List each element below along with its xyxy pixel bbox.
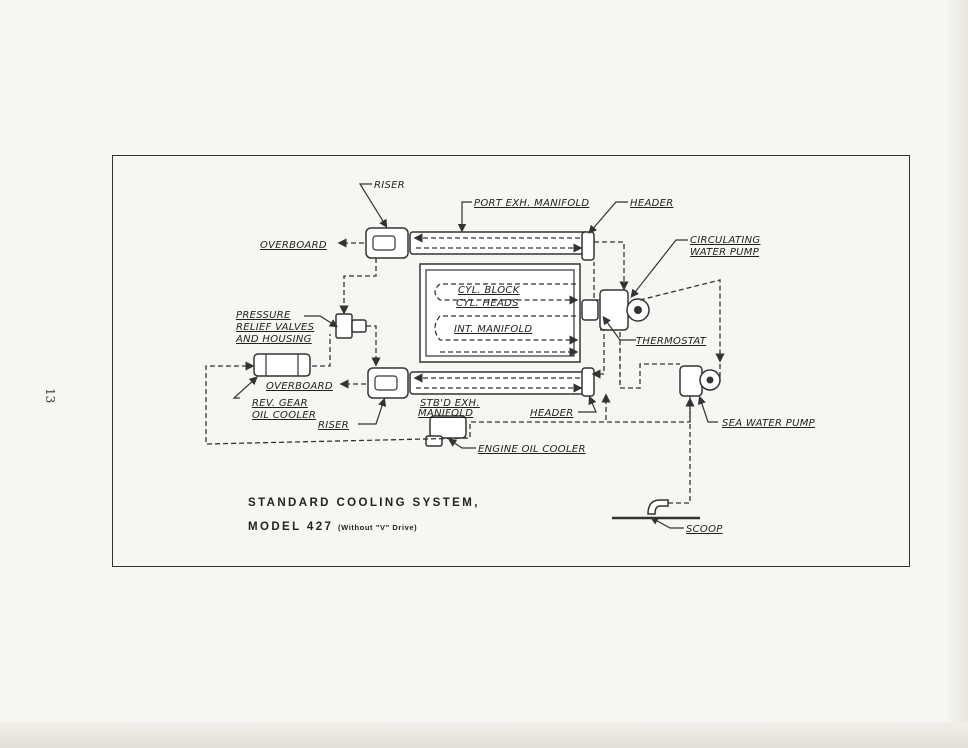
caption-line-2: MODEL 427 — [248, 521, 333, 533]
flow-line — [205, 361, 604, 445]
rev-gear-oil-cooler — [253, 353, 311, 377]
page-edge-right — [948, 0, 968, 748]
label-riser-bottom: RISER — [318, 420, 349, 431]
label-overboard-bottom: OVERBOARD — [266, 381, 333, 392]
flow-line — [591, 329, 605, 379]
sea-water-pump — [679, 365, 703, 397]
header-top — [581, 231, 595, 261]
flow-line — [668, 397, 695, 504]
label-cyl-block: CYL. BLOCK — [458, 285, 521, 296]
label-pressure-1: PRESSURE — [236, 310, 291, 321]
label-pressure-2: RELIEF VALVES — [236, 322, 315, 333]
label-riser-top: RISER — [374, 180, 405, 191]
flow-line — [593, 262, 600, 301]
leader-line — [448, 438, 476, 449]
label-stbd-1: STB'D EXH. — [420, 398, 480, 409]
flow-line — [639, 279, 725, 363]
label-rev-gear-2: OIL COOLER — [252, 410, 316, 421]
leader-line — [602, 316, 636, 341]
page-edge-bottom — [0, 722, 968, 748]
engine-block-outline — [419, 263, 581, 363]
label-thermostat: THERMOSTAT — [636, 336, 707, 347]
label-circulating-1: CIRCULATING — [690, 235, 760, 246]
leader-line — [358, 183, 388, 229]
leader-line — [697, 395, 718, 423]
label-port-manifold: PORT EXH. MANIFOLD — [474, 198, 589, 209]
caption-line-2-small: (Without "V" Drive) — [338, 523, 417, 532]
flow-line — [619, 332, 680, 389]
thermostat-housing — [581, 299, 599, 321]
leader-line — [304, 315, 339, 328]
diagram-frame — [112, 155, 910, 567]
page-number: 13 — [43, 388, 57, 403]
flow-line — [312, 334, 331, 367]
label-stbd-2: MANIFOLD — [418, 408, 473, 419]
flow-line — [434, 315, 579, 345]
caption-line-1: STANDARD COOLING SYSTEM, — [248, 497, 480, 509]
leader-line — [578, 395, 597, 413]
flow-line — [594, 241, 629, 291]
engine-oil-cooler-base — [425, 435, 443, 447]
circulating-pump-hub — [634, 306, 642, 314]
riser-bottom — [367, 367, 409, 399]
flow-line — [339, 258, 377, 315]
riser-top-inner — [372, 235, 396, 251]
label-header-top: HEADER — [630, 198, 673, 209]
leader-line — [588, 201, 628, 234]
riser-top — [365, 227, 409, 259]
riser-bottom-inner — [374, 375, 398, 391]
leader-line — [630, 239, 688, 298]
label-scoop: SCOOP — [686, 524, 723, 535]
label-pressure-3: AND HOUSING — [235, 334, 312, 345]
label-sea-water-pump: SEA WATER PUMP — [722, 418, 816, 429]
port-exhaust-manifold — [409, 231, 589, 255]
scoop — [647, 499, 669, 515]
header-bottom — [581, 367, 595, 397]
flow-line — [434, 283, 579, 305]
engine-block-inner — [425, 269, 575, 357]
circulating-water-pump — [599, 289, 629, 331]
pressure-relief-valve — [335, 313, 353, 339]
leader-line — [649, 516, 684, 529]
pressure-relief-housing — [351, 319, 367, 333]
label-cyl-heads: CYL. HEADS — [456, 298, 519, 309]
label-overboard-top: OVERBOARD — [260, 240, 327, 251]
label-int-manifold: INT. MANIFOLD — [454, 324, 532, 335]
flow-line — [366, 325, 381, 367]
leader-line — [232, 376, 258, 399]
flow-line — [601, 393, 691, 423]
label-engine-oil-cooler: ENGINE OIL COOLER — [478, 444, 586, 455]
sea-water-pump-hub — [706, 376, 714, 384]
label-circulating-2: WATER PUMP — [690, 247, 760, 258]
stbd-exhaust-manifold — [409, 371, 589, 395]
leader-line — [457, 201, 472, 233]
leader-line — [358, 397, 387, 425]
engine-oil-cooler — [429, 415, 467, 439]
label-rev-gear-1: REV. GEAR — [252, 398, 308, 409]
label-header-bottom: HEADER — [530, 408, 573, 419]
